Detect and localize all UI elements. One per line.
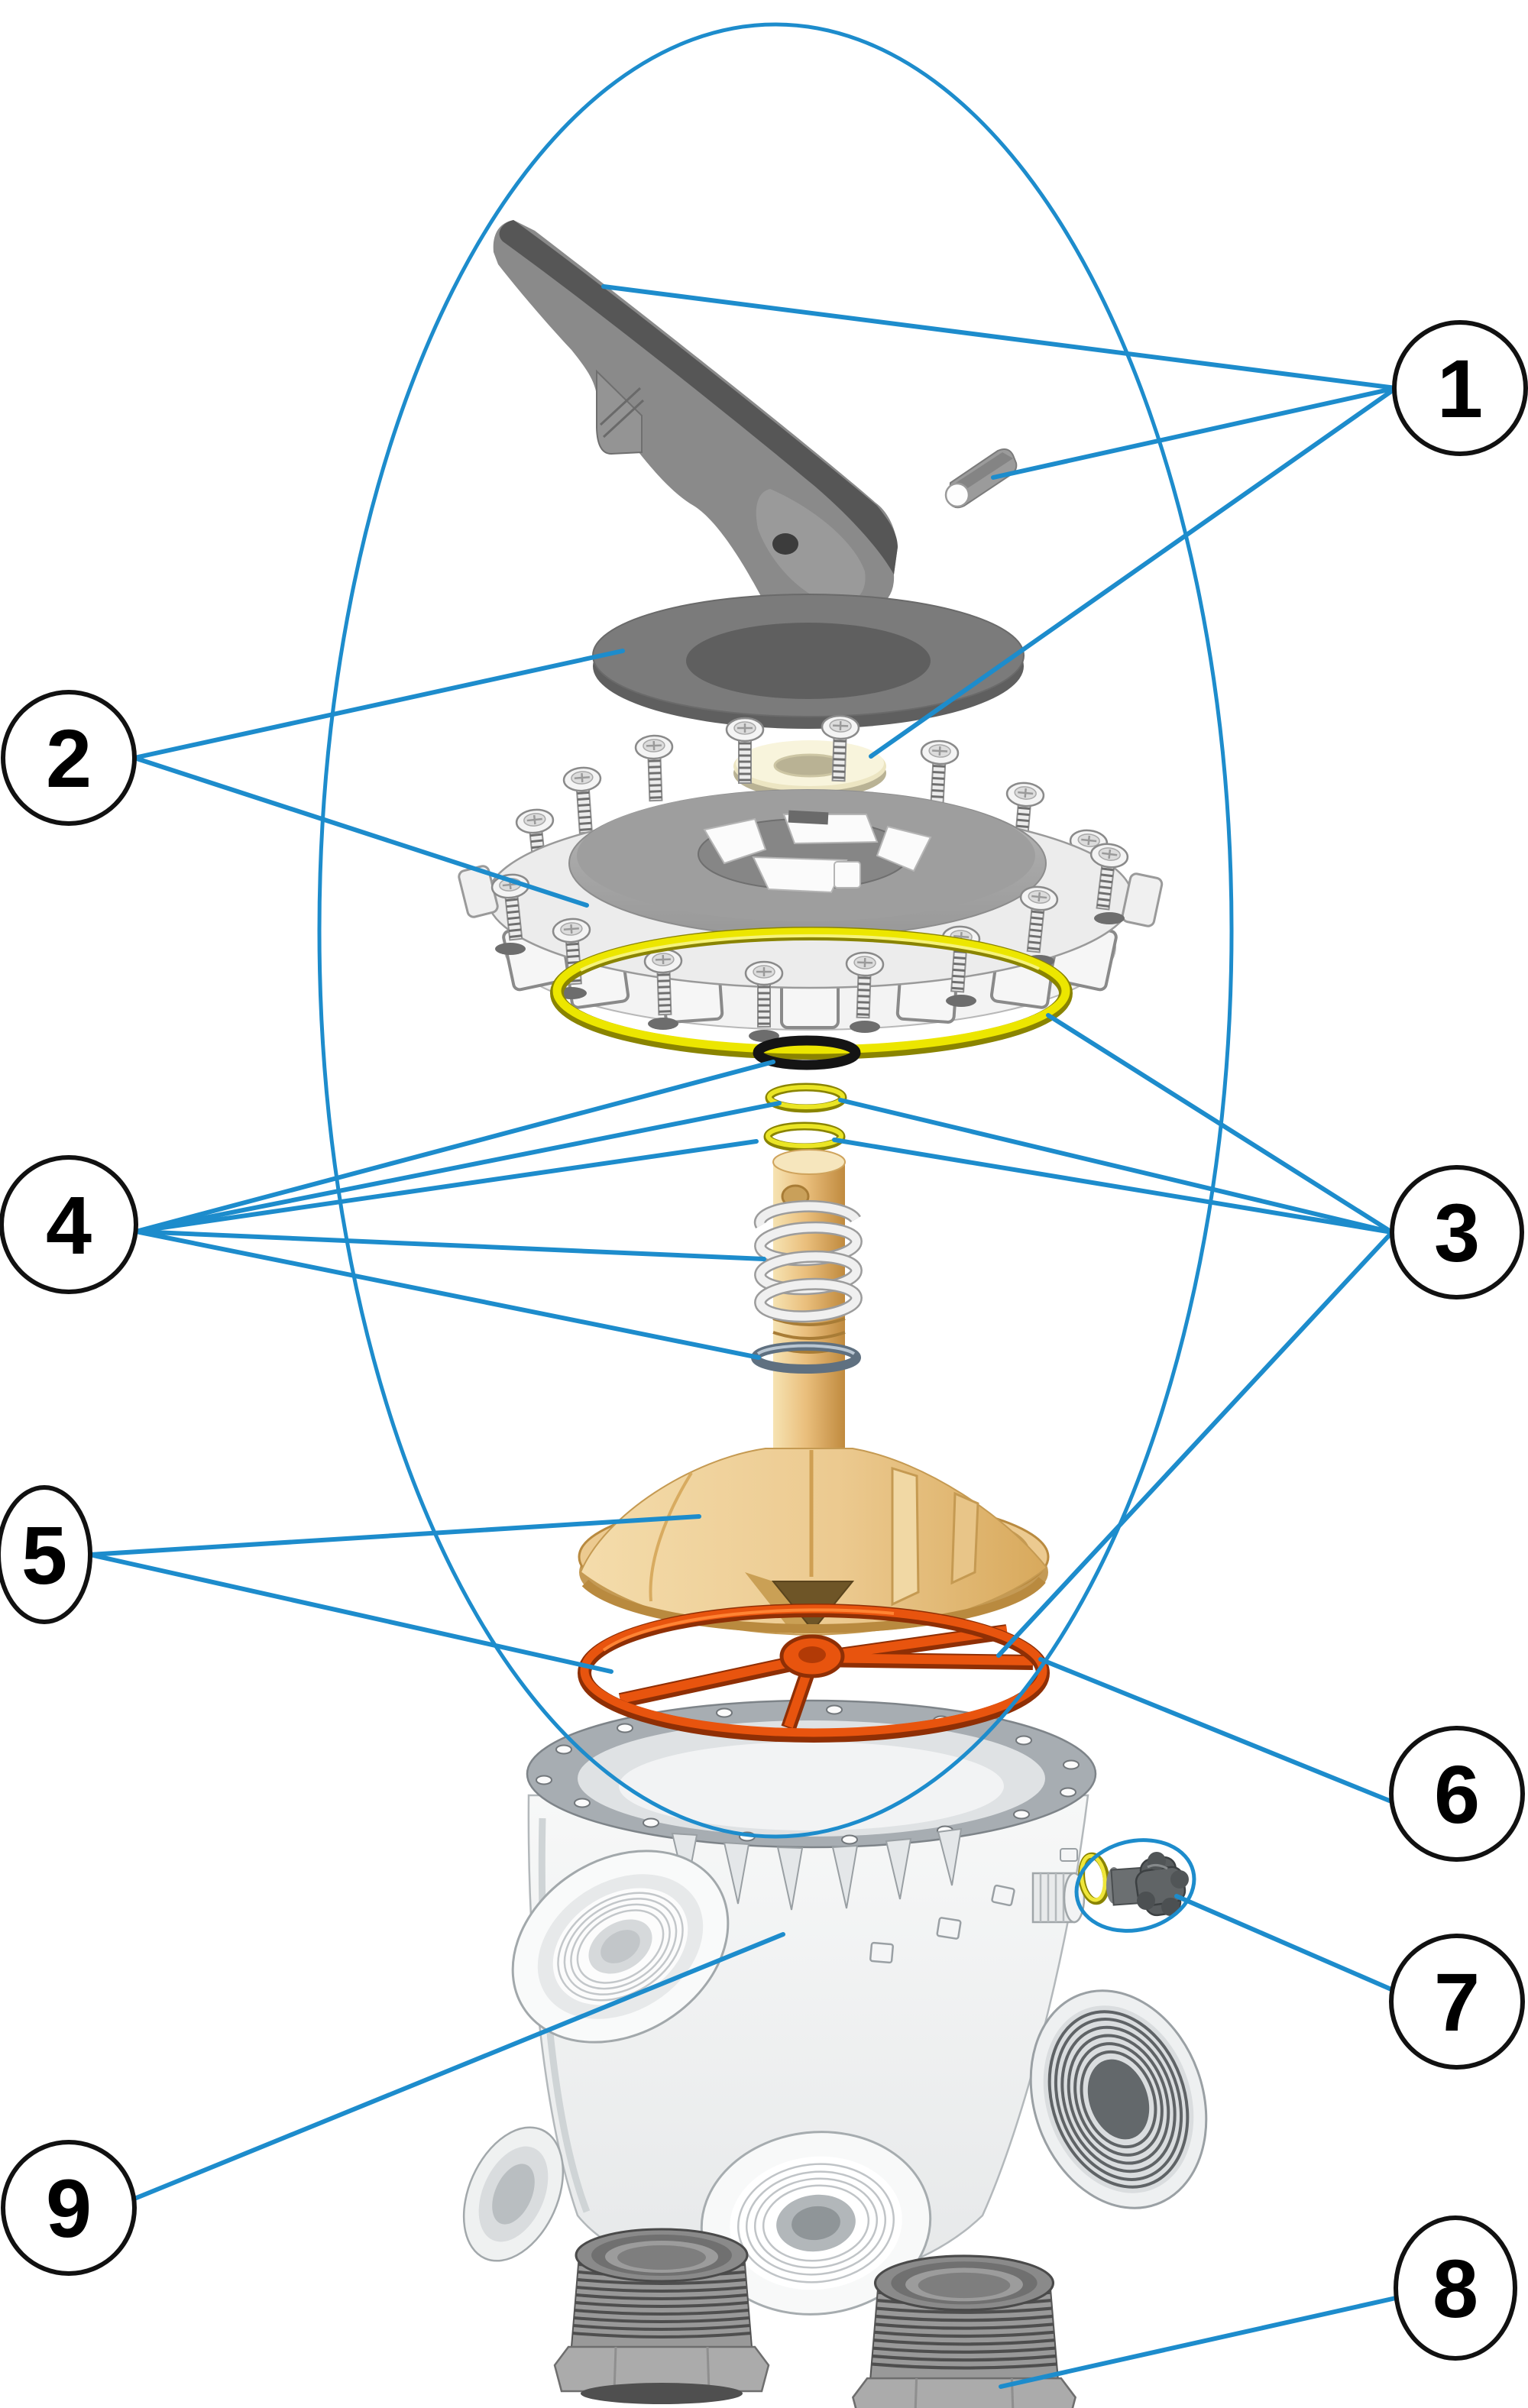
handle-boss-facet <box>756 489 866 605</box>
handle-notch-lines <box>599 387 645 439</box>
handle-hole <box>772 533 798 555</box>
threaded-adapter-right <box>853 2256 1075 2408</box>
callout-3-line-shaft-oring-yellow-2 <box>832 1138 1394 1235</box>
callout-5-line-spider-gasket-left <box>88 1552 613 1674</box>
plug-highlight-ellipse <box>1074 1838 1196 1933</box>
callout-6-circle <box>1389 1726 1525 1862</box>
callout-4-line-shaft-washer <box>134 1229 761 1360</box>
callout-2-line-lid <box>132 756 589 908</box>
callout-5-circle <box>0 1485 92 1624</box>
callouts-layer: 1 2 3 4 5 6 7 8 9 <box>0 320 1528 2361</box>
callout-5: 5 <box>0 1485 92 1624</box>
callout-4-line-spring <box>134 1229 766 1261</box>
spider-gasket <box>578 1604 1050 1743</box>
callout-3-line-spider-gasket-seat <box>996 1230 1394 1658</box>
flange-bolt-holes <box>536 1704 1080 1845</box>
port-right <box>1029 1989 1208 2209</box>
callout-1-line-handle-pin <box>991 386 1398 480</box>
cone-fin-1 <box>891 1466 920 1607</box>
callout-6-label: 6 <box>1434 1748 1480 1840</box>
handle-washer <box>733 740 886 798</box>
cover-gasket-disc <box>592 594 1025 729</box>
callout-8-line-threaded-adapter <box>999 2296 1398 2389</box>
piston-shaft <box>751 1149 863 1459</box>
pin-end-cap <box>944 482 970 508</box>
callout-7-circle <box>1389 1934 1525 2070</box>
callout-9-line-valve-body <box>132 1932 785 2201</box>
handle <box>493 220 898 620</box>
callout-4: 4 <box>0 1155 138 1294</box>
lid-oring-large <box>550 927 1073 1060</box>
body-gussets <box>671 1827 963 1911</box>
cone-facet-line <box>649 1471 693 1602</box>
callout-7-line-drain-plug-set <box>1174 1894 1394 1992</box>
callout-4-label: 4 <box>46 1179 92 1271</box>
drain-boss <box>1031 1848 1086 1924</box>
drain-oring-yellow <box>1078 1852 1110 1905</box>
callout-6: 6 <box>1389 1726 1525 1862</box>
callout-2-label: 2 <box>46 712 92 804</box>
port-left <box>511 1850 730 2044</box>
callout-4-circle <box>0 1155 138 1294</box>
callout-5-line-distributor-cone <box>88 1514 701 1557</box>
threaded-adapter-left <box>553 2228 770 2406</box>
construction-ellipse <box>317 22 1234 1839</box>
callout-1-line-handle <box>601 284 1398 390</box>
callout-7: 7 <box>1389 1934 1525 2070</box>
callout-lines-layer <box>88 284 1398 2389</box>
callout-4-line-shaft-oring-yellow-2 <box>134 1139 759 1234</box>
handle-top-face <box>499 220 898 574</box>
callout-4-line-shaft-oring-black <box>134 1060 775 1234</box>
handle-pin <box>944 448 1018 509</box>
callout-9: 9 <box>1 2140 137 2276</box>
callout-2-line-cover-gasket-disc <box>132 649 625 760</box>
callout-9-circle <box>1 2140 137 2276</box>
port-bottom-left <box>462 2126 565 2262</box>
spring <box>753 1199 863 1323</box>
lid-lug-right <box>1121 872 1164 927</box>
callout-4-line-shaft-oring-yellow-1 <box>134 1101 782 1234</box>
callout-3-line-shaft-oring-yellow-1 <box>838 1098 1394 1235</box>
callout-1-line-handle-washer <box>869 386 1398 759</box>
callout-1: 1 <box>1392 320 1528 456</box>
lid-center-slot <box>788 810 829 825</box>
callout-8: 8 <box>1394 2215 1517 2361</box>
callout-8-label: 8 <box>1432 2242 1478 2335</box>
callout-3-line-lid-oring-large <box>1046 1013 1394 1235</box>
callout-3-label: 3 <box>1434 1186 1480 1279</box>
callout-1-label: 1 <box>1437 342 1483 435</box>
shaft-oring-yellow-2 <box>763 1121 846 1152</box>
callout-2: 2 <box>1 690 137 826</box>
spider-spokes <box>618 1624 1034 1731</box>
callout-8-circle <box>1394 2215 1517 2361</box>
port-front <box>700 2131 932 2316</box>
callout-3-circle <box>1390 1165 1524 1299</box>
callout-5-label: 5 <box>21 1509 67 1601</box>
cone-rim-front <box>581 1577 1046 1633</box>
callout-1-circle <box>1392 320 1528 456</box>
callout-9-label: 9 <box>46 2162 92 2254</box>
drain-plug <box>1106 1852 1189 1917</box>
callout-6-line-spider-gasket <box>1038 1657 1394 1804</box>
callout-2-circle <box>1 690 137 826</box>
valve-body <box>462 1699 1208 2316</box>
shaft-oring-yellow-1 <box>765 1083 847 1113</box>
cone-fin-2 <box>950 1491 979 1585</box>
callout-7-label: 7 <box>1434 1956 1480 2048</box>
cone-notch-side <box>745 1572 813 1633</box>
callout-3: 3 <box>1390 1165 1524 1299</box>
shaft-oring-black <box>753 1035 861 1070</box>
